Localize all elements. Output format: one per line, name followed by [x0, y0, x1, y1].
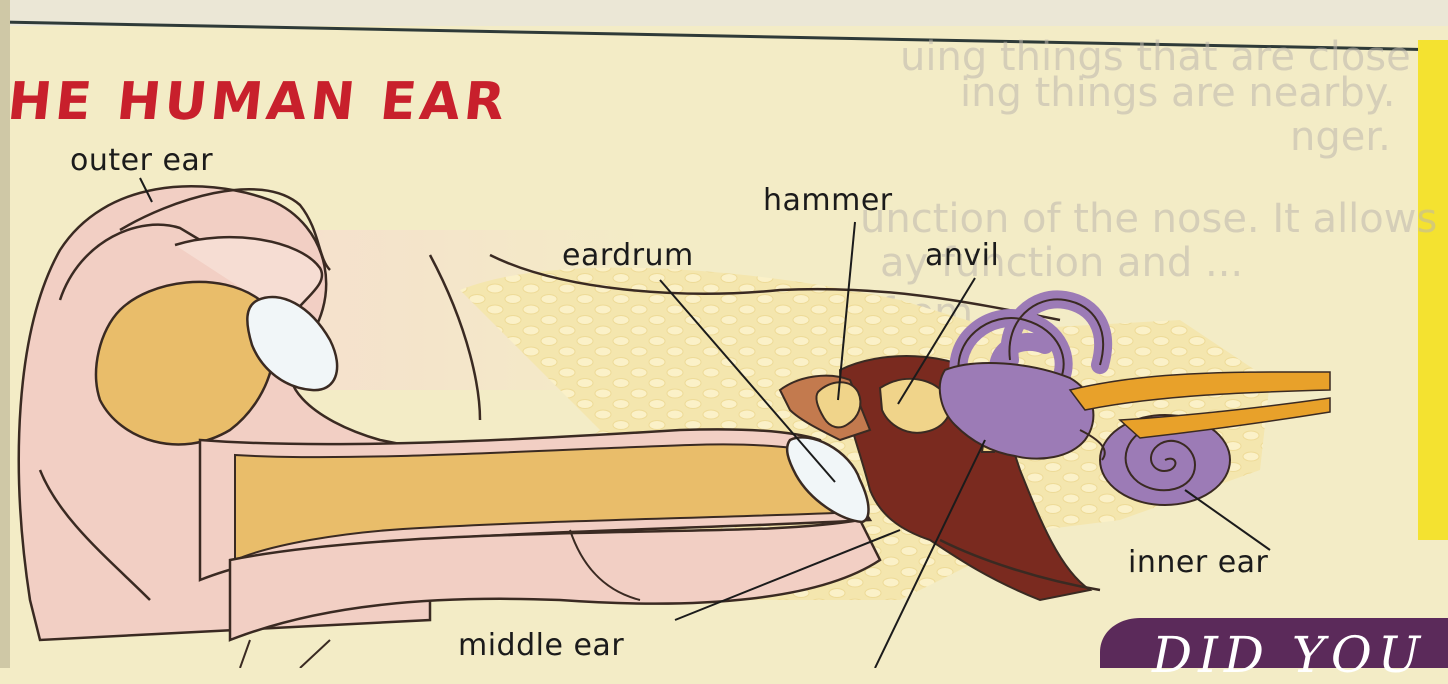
label-inner-ear: inner ear — [1128, 545, 1268, 580]
bleed-line-4: unction of the nose. It allows us to — [860, 196, 1448, 242]
right-yellow-tab — [1418, 40, 1448, 540]
label-anvil: anvil — [925, 238, 999, 273]
page-title: HE HUMAN EAR — [5, 72, 512, 132]
page-top-strip — [0, 0, 1448, 26]
label-hammer: hammer — [763, 183, 893, 218]
bleed-line-2: ing things are nearby. — [960, 70, 1395, 116]
label-middle-ear: middle ear — [458, 628, 624, 663]
label-eardrum: eardrum — [562, 238, 694, 273]
label-outer-ear: outer ear — [70, 143, 213, 178]
did-you-heading: DID YOU — [1152, 626, 1426, 684]
bleed-line-3: nger. — [1290, 114, 1391, 160]
